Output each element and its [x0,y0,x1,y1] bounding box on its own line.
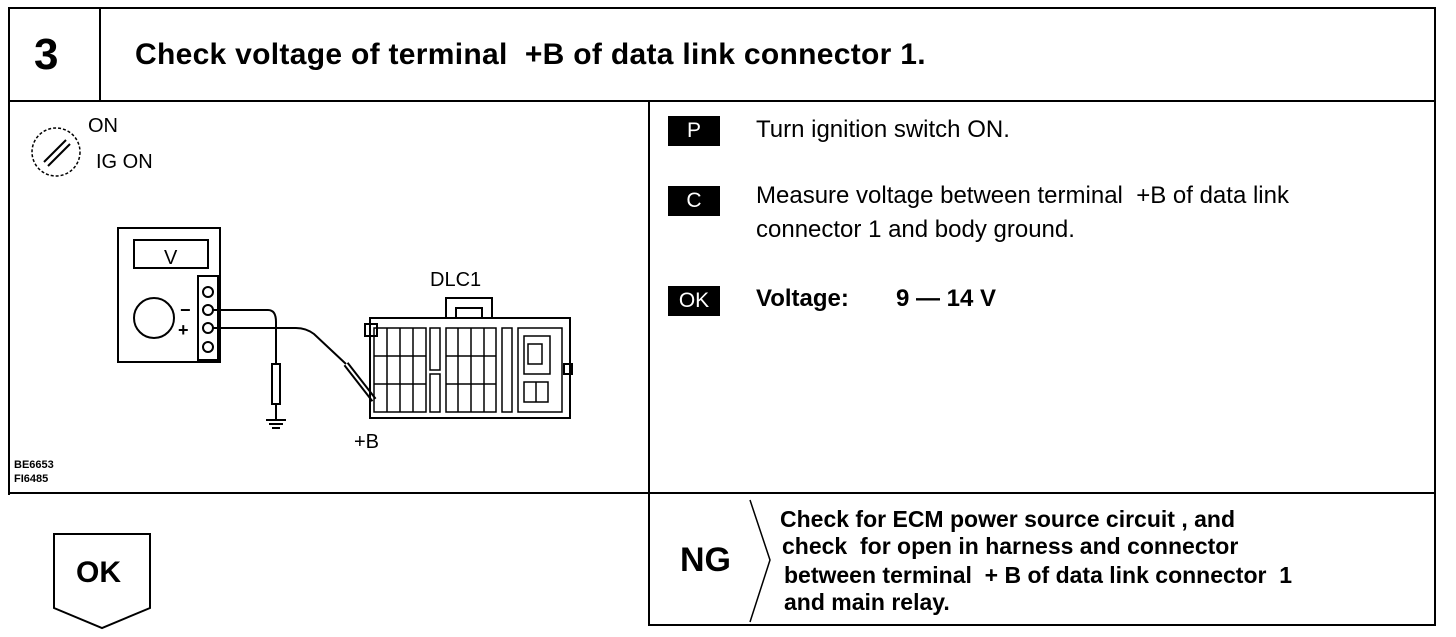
frame-right [1434,7,1436,624]
step-divider [99,7,101,101]
dlc1-connector-icon [364,297,573,419]
ok-label: OK [76,556,121,589]
ok-arrow-icon [53,533,151,630]
ng-text-line-2: check for open in harness and connector [782,533,1239,559]
frame-top [8,7,1436,9]
frame-bottom [648,624,1436,626]
meter-unit-label: V [164,247,178,269]
ng-chevron-icon [749,499,771,623]
page-title: Check voltage of terminal +B of data lin… [135,38,926,71]
positive-lead [213,327,377,402]
ignition-ig-on-label: IG ON [96,151,153,173]
ng-text-line-3: between terminal + B of data link connec… [784,562,1293,588]
instruction-c-line1: Measure voltage between terminal +B of d… [756,182,1289,209]
instruction-c-line2: connector 1 and body ground. [756,216,1075,243]
frame-left [8,7,10,495]
step-number: 3 [34,30,59,79]
voltmeter-icon [117,227,221,363]
ng-label: NG [680,541,731,579]
ng-text-line-4: and main relay. [784,589,950,615]
terminal-label: +B [354,431,379,453]
middle-divider [648,100,650,626]
ground-lead [213,309,281,420]
ok-result-box: OK [50,530,156,632]
ground-icon [266,419,286,429]
voltage-label: Voltage: [756,285,849,312]
body-bottom [8,492,1436,494]
ng-text-line-1: Check for ECM power source circuit , and [780,506,1235,532]
wiring-diagram: ON IG ON V − + [14,115,573,485]
figure-code-2: FI6485 [14,473,48,485]
meter-plus-label: + [178,320,189,340]
voltage-value: 9 — 14 V [896,285,997,312]
ignition-switch-icon [31,127,81,177]
illustration: ON IG ON V − + [10,102,648,492]
figure-code-1: BE6653 [14,459,54,471]
header-divider [8,100,1436,102]
badge-ok: OK [668,286,720,316]
ignition-on-label: ON [88,115,118,137]
meter-minus-label: − [180,300,191,320]
badge-c: C [668,186,720,216]
connector-label: DLC1 [430,269,481,291]
instruction-p-text: Turn ignition switch ON. [756,116,1010,143]
badge-p: P [668,116,720,146]
